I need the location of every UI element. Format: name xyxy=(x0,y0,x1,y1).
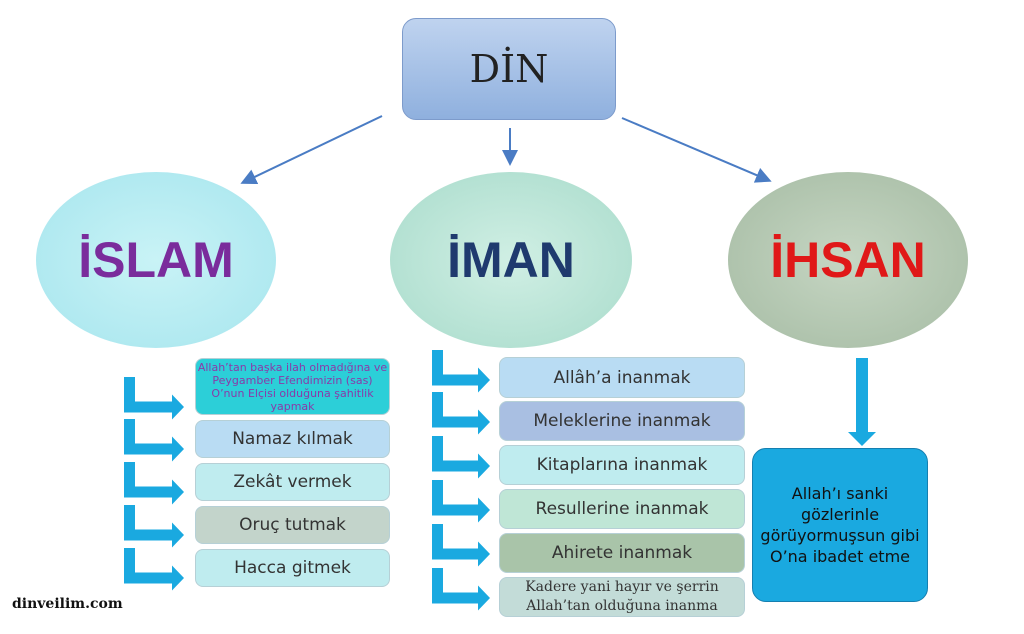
bullet-arrow-icon xyxy=(124,548,184,591)
iman-item: Kadere yani hayır ve şerrin Allah’tan ol… xyxy=(499,577,745,617)
iman-item: Resullerine inanmak xyxy=(499,489,745,529)
bullet-arrow-icon xyxy=(124,419,184,462)
islam-item: Hacca gitmek xyxy=(195,549,390,587)
islam-item: Namaz kılmak xyxy=(195,420,390,458)
branch-islam: İSLAM xyxy=(36,172,276,348)
arrow-to-ihsan xyxy=(621,117,772,183)
islam-item: Zekât vermek xyxy=(195,463,390,501)
islam-item: Allah’tan başka ilah olmadığına ve Peyga… xyxy=(195,358,390,415)
root-box-din: DİN xyxy=(402,18,616,120)
branch-ihsan: İHSAN xyxy=(728,172,968,348)
arrow-to-islam xyxy=(240,115,383,185)
iman-item: Ahirete inanmak xyxy=(499,533,745,573)
bullet-arrow-icon xyxy=(124,377,184,420)
bullet-arrow-icon xyxy=(432,568,490,611)
iman-item: Meleklerine inanmak xyxy=(499,401,745,441)
bullet-arrow-icon xyxy=(432,392,490,435)
islam-item: Oruç tutmak xyxy=(195,506,390,544)
bullet-arrow-icon xyxy=(124,505,184,548)
bullet-arrow-icon xyxy=(432,524,490,567)
branch-iman: İMAN xyxy=(390,172,632,348)
bullet-arrow-icon xyxy=(432,350,490,393)
down-arrow-ihsan xyxy=(848,358,876,446)
ihsan-description: Allah’ı sanki gözlerinle görüyormuşsun g… xyxy=(752,448,928,602)
iman-item: Kitaplarına inanmak xyxy=(499,445,745,485)
bullet-arrow-icon xyxy=(432,480,490,523)
iman-item: Allâh’a inanmak xyxy=(499,357,745,398)
site-watermark: dinveilim.com xyxy=(12,596,123,612)
bullet-arrow-icon xyxy=(432,436,490,479)
bullet-arrow-icon xyxy=(124,462,184,505)
